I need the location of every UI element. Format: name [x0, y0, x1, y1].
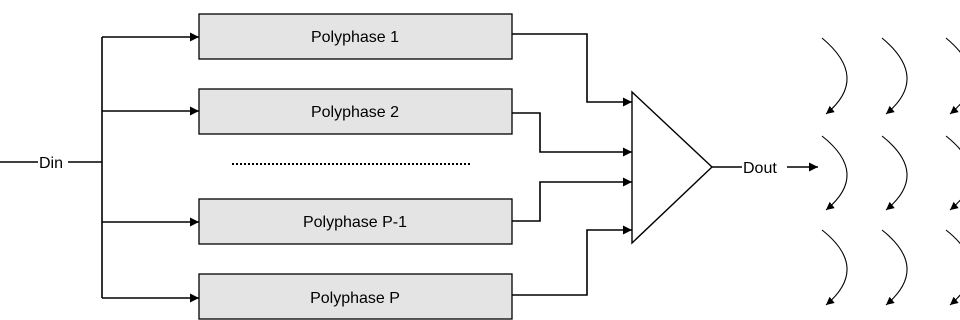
curved-arrow-icon [881, 37, 908, 115]
polyphase-box-3: Polyphase P-1 [198, 198, 513, 245]
polyphase-label-1: Polyphase 1 [311, 29, 399, 46]
dout-label: Dout [743, 160, 777, 177]
polyphase-label-2: Polyphase 2 [311, 104, 399, 121]
curved-arrow-icon [821, 135, 848, 211]
din-label: Din [39, 155, 63, 172]
curved-arrow-grid [821, 37, 960, 306]
output-wire-3 [512, 177, 632, 222]
curved-arrow-icon [945, 229, 960, 306]
polyphase-label-4: Polyphase P [310, 290, 400, 307]
curved-arrow-icon [881, 135, 908, 211]
curved-arrow-icon [821, 37, 848, 115]
polyphase-label-3: Polyphase P-1 [303, 214, 407, 231]
curved-arrow-icon [945, 135, 960, 211]
curved-arrow-icon [945, 37, 960, 115]
curved-arrow-icon [821, 229, 848, 306]
output-wire-2 [512, 112, 632, 157]
polyphase-box-4: Polyphase P [198, 273, 513, 320]
summer-triangle [631, 90, 714, 245]
output-wire-4 [512, 225, 632, 296]
curved-arrow-icon [881, 229, 908, 306]
polyphase-box-1: Polyphase 1 [198, 13, 513, 60]
output-wire-1 [512, 33, 632, 107]
polyphase-box-2: Polyphase 2 [198, 88, 513, 135]
